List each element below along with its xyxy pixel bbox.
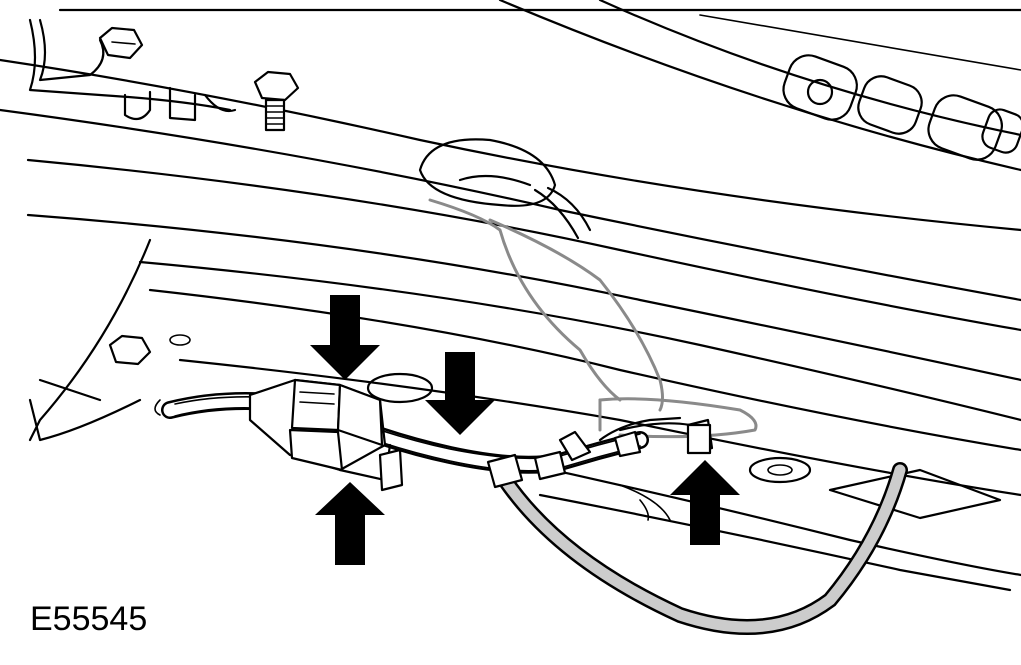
arrow-up-clip	[670, 460, 740, 545]
arrow-down-harness	[425, 352, 495, 435]
stud-bolt-icon	[253, 70, 300, 132]
nut-icon	[98, 26, 144, 60]
floor-panel	[0, 0, 1021, 422]
ground-cable	[497, 462, 908, 635]
arrow-down-connector	[310, 295, 380, 380]
hidden-harness-route	[428, 198, 758, 439]
panel-pressings	[782, 54, 1021, 161]
arrow-up-connector	[315, 482, 385, 565]
retaining-clip	[686, 423, 712, 455]
bolt-icon	[108, 334, 191, 366]
electrical-connector	[248, 378, 404, 492]
wiring-harness	[154, 392, 714, 489]
figure-id-label: E55545	[30, 600, 148, 638]
bracket-left	[38, 18, 237, 122]
grommet	[418, 138, 592, 240]
